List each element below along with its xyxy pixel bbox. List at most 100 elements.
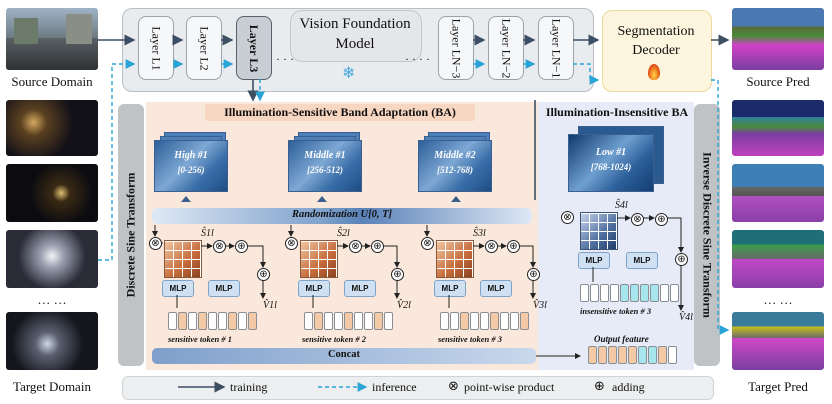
idst-label: Inverse Discrete Sine Transform — [700, 152, 715, 318]
right-ellipsis: … … — [763, 292, 793, 307]
band-low-1: Low #1 [768-1024) — [568, 134, 654, 192]
add-op-1b: ⊕ — [257, 268, 270, 281]
token-cell — [510, 312, 519, 330]
pred-image-3 — [732, 230, 824, 288]
token-cell — [630, 284, 639, 302]
add-op-4: ⊕ — [655, 213, 668, 226]
concat-label: Concat — [327, 349, 361, 360]
source-pred-image — [732, 8, 824, 70]
target-image-1 — [6, 100, 98, 156]
token-cell — [470, 312, 479, 330]
token-cell — [198, 312, 207, 330]
target-image-3 — [6, 230, 98, 288]
fire-icon — [648, 64, 660, 80]
token-cube-2 — [300, 240, 338, 278]
v-label-4: V̂4l — [679, 312, 693, 323]
add-op-4b: ⊕ — [675, 253, 688, 266]
sensitive-token-2: sensitive token # 2 — [302, 334, 366, 344]
product-op-3b: ⊗ — [485, 240, 498, 253]
token-cell — [218, 312, 227, 330]
segmentation-decoder — [602, 10, 712, 92]
source-domain-label: Source Domain — [11, 74, 93, 89]
s-label-1: Ŝ1l — [201, 228, 214, 239]
token-cell — [660, 284, 669, 302]
legend-inference-label: inference — [372, 380, 417, 394]
s-label-3: Ŝ3l — [473, 228, 486, 239]
token-cell — [598, 346, 607, 364]
token-cell — [618, 346, 627, 364]
s-label-2: Ŝ2l — [337, 228, 350, 239]
token-cell — [590, 284, 599, 302]
token-cell — [500, 312, 509, 330]
token-cell — [480, 312, 489, 330]
vfm-dots-left: · · · — [276, 52, 294, 66]
target-image-4 — [6, 312, 98, 370]
token-cell — [238, 312, 247, 330]
mlp-2a: MLP — [298, 280, 330, 297]
vfm-dots-right: · · · · — [405, 52, 430, 66]
layer-l2: Layer L2 — [186, 16, 222, 80]
token-cell — [658, 346, 667, 364]
token-cell — [314, 312, 323, 330]
product-op-2: ⊗ — [285, 237, 298, 250]
sensitive-token-3: sensitive token # 3 — [438, 334, 502, 344]
token-cell — [520, 312, 529, 330]
product-op-3: ⊗ — [421, 237, 434, 250]
legend-training-label: training — [230, 380, 268, 394]
token-cell — [208, 312, 217, 330]
band-middle-1: Middle #1 [256-512) — [288, 140, 362, 192]
token-cell — [440, 312, 449, 330]
token-cell — [324, 312, 333, 330]
insensitive-ba-title: Illumination-Insensitive BA — [545, 105, 689, 119]
token-cell — [620, 284, 629, 302]
token-cell — [354, 312, 363, 330]
legend-adding-label: adding — [612, 380, 645, 394]
token-cell — [344, 312, 353, 330]
vfm-title-box — [290, 10, 422, 62]
token-cell — [638, 346, 647, 364]
token-cell — [490, 312, 499, 330]
token-cell — [178, 312, 187, 330]
source-pred-label: Source Pred — [746, 74, 810, 89]
token-cell — [650, 284, 659, 302]
layer-ln-1: Layer LN−1 — [538, 16, 574, 80]
token-cell — [580, 284, 589, 302]
token-cell — [610, 284, 619, 302]
add-op-2b: ⊕ — [391, 268, 404, 281]
dst-label: Discrete Sine Transform — [123, 172, 138, 298]
product-op-2b: ⊗ — [349, 240, 362, 253]
token-cell — [588, 346, 597, 364]
snowflake-icon: ❄ — [342, 63, 356, 82]
token-cell — [460, 312, 469, 330]
mlp-4a: MLP — [578, 252, 610, 269]
token-cube-1 — [164, 240, 202, 278]
band-middle-2: Middle #2 [512-768) — [418, 140, 492, 192]
token-cell — [640, 284, 649, 302]
token-cell — [450, 312, 459, 330]
token-cell — [228, 312, 237, 330]
v-label-2: V̂2l — [397, 300, 411, 311]
pred-image-2 — [732, 164, 824, 222]
layer-ln-3: Layer LN−3 — [438, 16, 474, 80]
add-op-3: ⊕ — [507, 240, 520, 253]
decoder-label: Segmentation Decoder — [617, 24, 695, 58]
add-op-2: ⊕ — [371, 240, 384, 253]
token-cell — [628, 346, 637, 364]
token-cube-3 — [436, 240, 474, 278]
token-cell — [364, 312, 373, 330]
token-cube-4 — [580, 212, 618, 250]
s-label-4: Ŝ4l — [615, 200, 628, 211]
randomization-bar — [152, 208, 532, 224]
token-cell — [188, 312, 197, 330]
source-domain-image — [6, 8, 98, 70]
token-cell — [304, 312, 313, 330]
mlp-2b: MLP — [344, 280, 376, 297]
token-cell — [668, 346, 677, 364]
v-label-3: V̂3l — [533, 300, 547, 311]
mlp-3b: MLP — [480, 280, 512, 297]
layer-l3: Layer L3 — [236, 16, 272, 80]
left-ellipsis: … … — [37, 292, 67, 307]
v-label-1: V̂1l — [263, 300, 277, 311]
token-cell — [648, 346, 657, 364]
pred-image-4 — [732, 312, 824, 370]
